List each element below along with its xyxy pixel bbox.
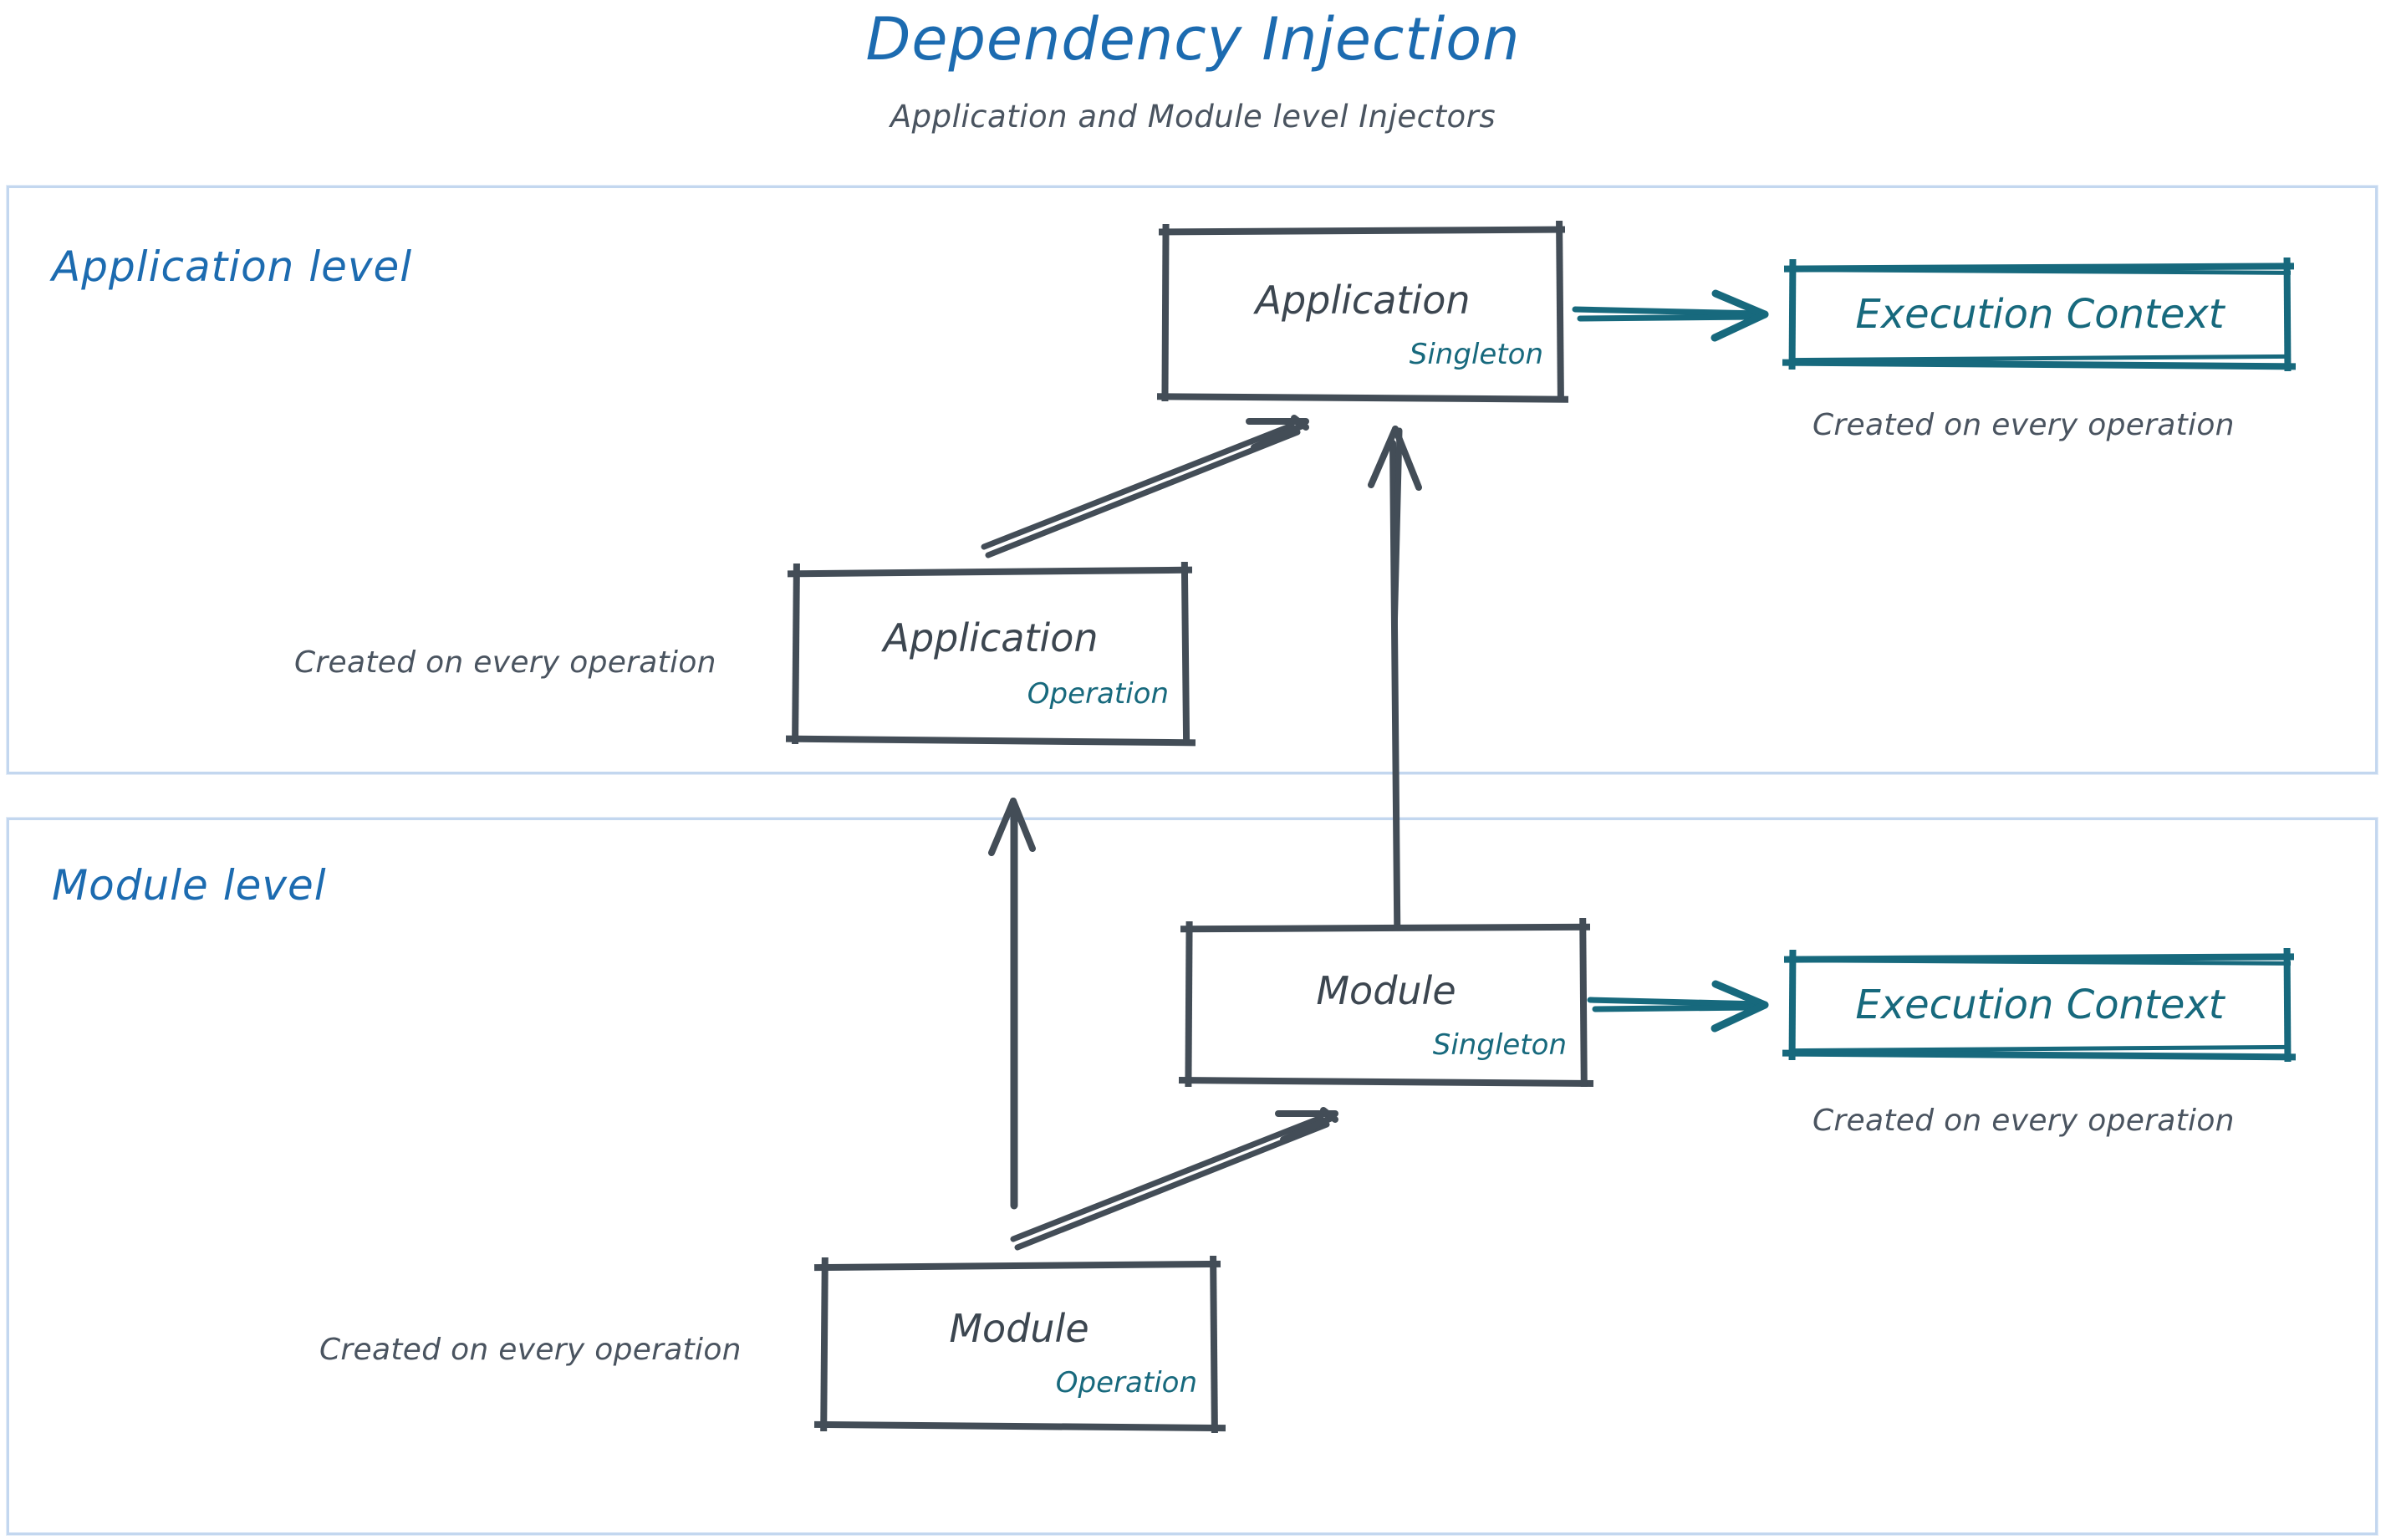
node-module-singleton[interactable]: Module Singleton: [1178, 917, 1594, 1088]
box-edge-top: [813, 1260, 1221, 1272]
box-edge-top: [1180, 923, 1591, 933]
node-application-operation[interactable]: Application Operation: [785, 561, 1196, 747]
panel-module-level: [7, 818, 2378, 1535]
page-subtitle: Application and Module level Injectors: [890, 99, 1496, 135]
node-module-operation[interactable]: Module Operation: [813, 1255, 1226, 1434]
node-execution-context-application[interactable]: Execution Context: [1782, 257, 2297, 372]
box-edge-top: [787, 566, 1193, 578]
node-title: Application: [883, 615, 1099, 660]
panel-label-application-level: Application level: [52, 242, 413, 291]
note-application-operation: Created on every operation: [294, 645, 716, 680]
node-scope: Operation: [1055, 1366, 1197, 1400]
node-execution-context-module[interactable]: Execution Context: [1782, 947, 2297, 1063]
node-title: Module: [949, 1306, 1089, 1351]
box-edge-top: [1158, 226, 1566, 236]
node-application-singleton[interactable]: Application Singleton: [1156, 220, 1569, 403]
node-title: Module: [1316, 968, 1456, 1013]
node-title: Execution Context: [1855, 982, 2225, 1028]
node-scope: Singleton: [1409, 338, 1543, 371]
note-module-operation: Created on every operation: [319, 1333, 742, 1367]
note-module-execution-context: Created on every operation: [1812, 1104, 2235, 1138]
note-application-execution-context: Created on every operation: [1812, 408, 2235, 442]
panel-application-level: [7, 186, 2378, 774]
node-scope: Singleton: [1432, 1028, 1567, 1062]
page-title: Dependency Injection: [865, 5, 1521, 74]
node-title: Execution Context: [1855, 291, 2225, 338]
node-title: Application: [1255, 278, 1471, 323]
node-scope: Operation: [1027, 677, 1169, 711]
panel-label-module-level: Module level: [52, 861, 327, 910]
